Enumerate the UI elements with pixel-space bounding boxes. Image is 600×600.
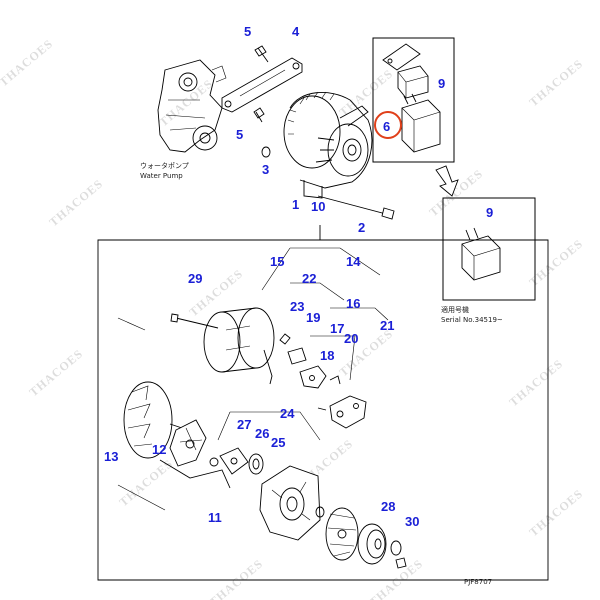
watermark: THACOES — [426, 166, 485, 219]
relay-serial-part — [461, 227, 501, 281]
part-label-30: 30 — [405, 514, 419, 529]
part-label-20: 20 — [344, 331, 358, 346]
part-label-29: 29 — [188, 271, 202, 286]
bolt-part — [254, 45, 269, 63]
part-label-3: 3 — [262, 162, 269, 177]
part-labels: 5 4 5 3 1 10 2 9 6 9 15 14 29 22 23 16 1… — [104, 24, 493, 529]
highlight-circle — [374, 111, 402, 139]
fan-blade-part — [315, 506, 359, 561]
part-label-11: 11 — [208, 510, 222, 525]
part-label-22: 22 — [302, 271, 316, 286]
housing-part — [259, 465, 321, 541]
relay-inset-frame — [372, 37, 455, 163]
serial-inset-frame — [442, 197, 536, 301]
nut-part — [390, 540, 407, 569]
exploded-view-frame — [97, 239, 549, 581]
watermark: THACOES — [26, 346, 85, 399]
part-label-9: 9 — [486, 205, 493, 220]
relay-large-part — [401, 93, 441, 153]
fan-part — [169, 419, 207, 467]
part-label-18: 18 — [320, 348, 334, 363]
serial-caption-en: Serial No.34519~ — [441, 316, 503, 324]
relay-small-part — [397, 65, 429, 99]
serial-caption-jp: 適用号機 — [441, 305, 469, 314]
stator-part — [203, 307, 275, 385]
alternator-drawing — [283, 91, 373, 199]
brush-holder-part — [317, 395, 367, 429]
diode-part — [287, 347, 307, 365]
regulator-part — [299, 365, 341, 389]
watermark: THACOES — [526, 486, 585, 539]
retainer-plate-part — [219, 447, 249, 475]
part-label-23: 23 — [290, 299, 304, 314]
watermark: THACOES — [206, 556, 265, 600]
part-label-4: 4 — [292, 24, 300, 39]
part-label-19: 19 — [306, 310, 320, 325]
part-label-9: 9 — [438, 76, 445, 91]
part-label-15: 15 — [270, 254, 284, 269]
front-frame-part — [159, 457, 231, 489]
arrow-icon — [435, 165, 459, 197]
part-label-17: 17 — [330, 321, 344, 336]
part-label-5: 5 — [244, 24, 251, 39]
water-pump-caption-jp: ウォータポンプ — [140, 161, 189, 170]
group-leader-lines — [117, 247, 389, 511]
watermark: THACOES — [526, 56, 585, 109]
part-label-10: 10 — [311, 199, 325, 214]
watermark: THACOES — [46, 176, 105, 229]
part-label-26: 26 — [255, 426, 269, 441]
part-label-21: 21 — [380, 318, 394, 333]
relay-bracket-part — [382, 43, 421, 71]
pulley-part — [357, 523, 387, 565]
part-label-13: 13 — [104, 449, 118, 464]
water-pump-caption-en: Water Pump — [140, 172, 183, 180]
watermark: THACOES — [156, 76, 215, 129]
drawing-code: PJF8707 — [464, 578, 492, 586]
washer-part — [261, 146, 271, 158]
part-label-16: 16 — [346, 296, 360, 311]
part-label-6: 6 — [383, 119, 390, 134]
part-label-5: 5 — [236, 127, 243, 142]
part-label-14: 14 — [346, 254, 361, 269]
terminal-part — [279, 333, 291, 345]
part-label-24: 24 — [280, 406, 295, 421]
part-label-25: 25 — [271, 435, 285, 450]
part-label-27: 27 — [237, 417, 251, 432]
watermark: THACOES — [506, 356, 565, 409]
long-bolt-part — [170, 313, 219, 329]
water-pump-drawing — [157, 59, 227, 153]
watermark: THACOES — [0, 36, 56, 89]
through-bolt-part — [317, 195, 395, 220]
bearing-part — [248, 453, 264, 475]
bolt-part — [253, 107, 265, 123]
part-label-28: 28 — [381, 499, 395, 514]
part-label-12: 12 — [152, 442, 166, 457]
part-label-1: 1 — [292, 197, 299, 212]
part-label-2: 2 — [358, 220, 365, 235]
adjust-bracket-part — [221, 57, 303, 113]
rotor-part — [123, 381, 189, 459]
